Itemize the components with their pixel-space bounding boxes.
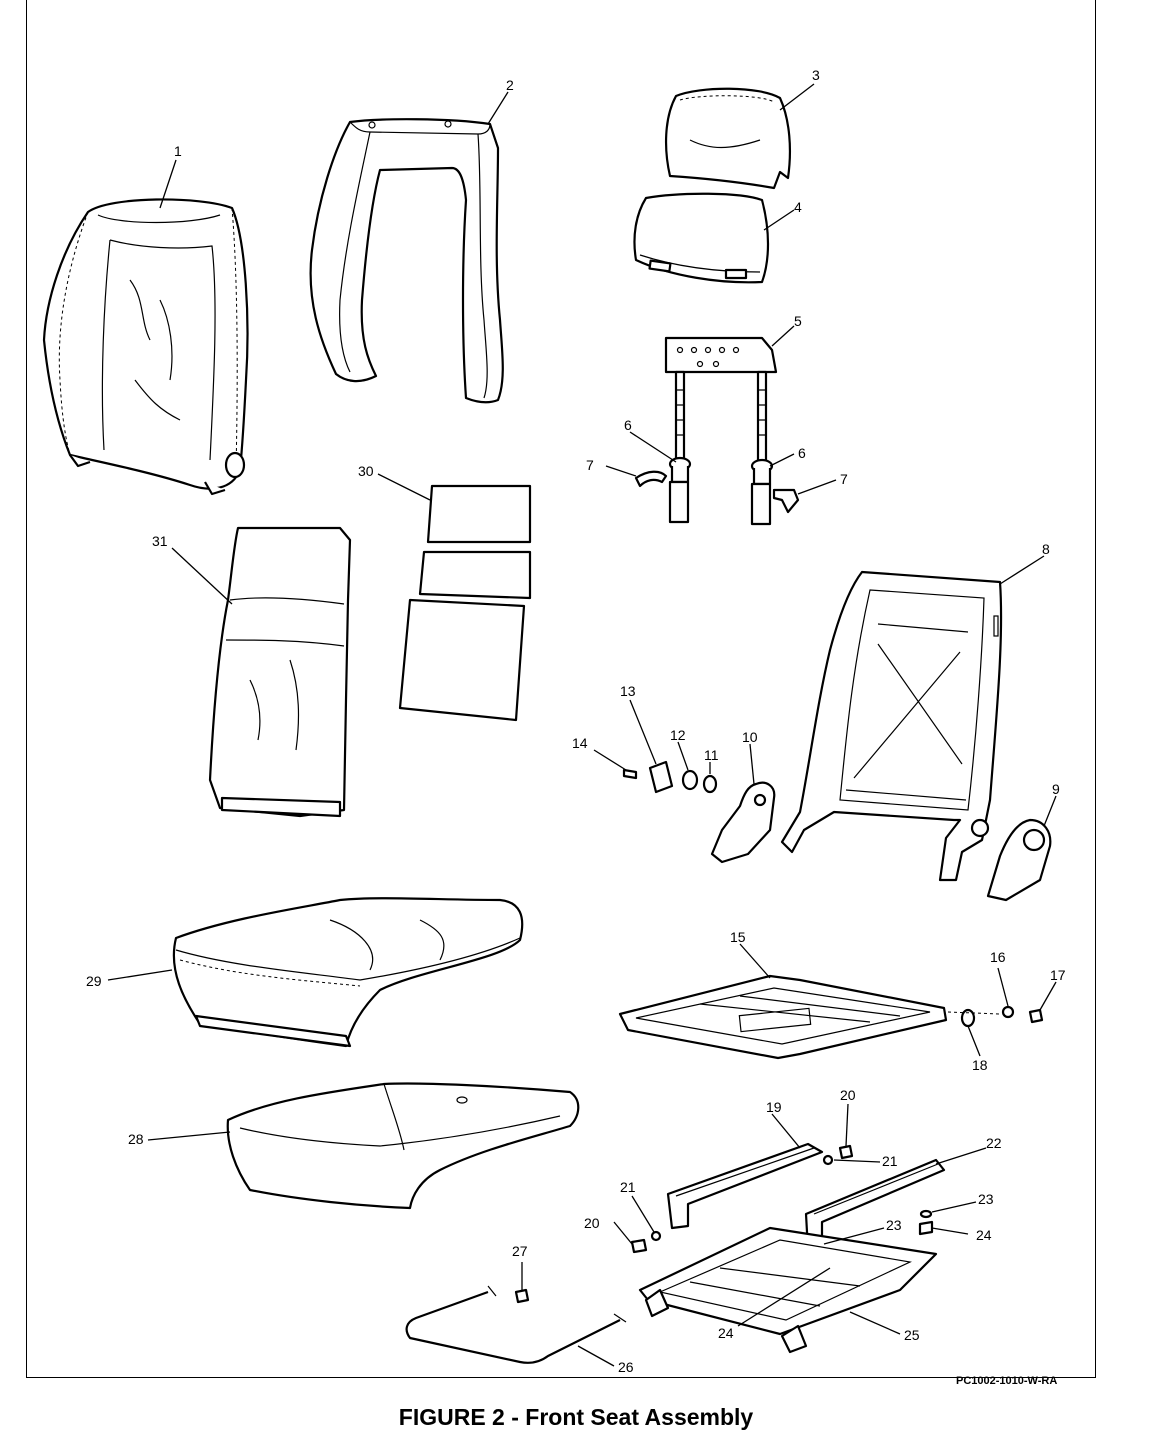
callout-16: 16: [990, 949, 1006, 965]
part-recliner-plate: [710, 781, 776, 864]
part-wire-rod: [405, 1285, 627, 1364]
callout-26: 26: [618, 1359, 634, 1375]
callout-21-upper: 21: [882, 1153, 898, 1169]
leader-lines: [107, 83, 1057, 1367]
part-adjuster-frame: [638, 1226, 938, 1354]
callout-5: 5: [794, 313, 802, 329]
callout-18: 18: [972, 1057, 988, 1073]
callout-10: 10: [742, 729, 758, 745]
callout-6-right: 6: [798, 445, 806, 461]
part-seatback-panel: [309, 118, 504, 404]
callout-6-left: 6: [624, 417, 632, 433]
callout-28: 28: [128, 1131, 144, 1147]
callout-17: 17: [1050, 967, 1066, 983]
callout-24-right: 24: [976, 1227, 992, 1243]
part-headrest-cover: [664, 87, 792, 190]
part-recliner-bracket: [986, 818, 1052, 902]
callout-23-mid: 23: [886, 1217, 902, 1233]
callout-21-lower: 21: [620, 1179, 636, 1195]
part-track-hardware: [630, 1144, 934, 1254]
part-seatback-cover: [42, 198, 249, 496]
callout-2: 2: [506, 77, 514, 93]
callout-25: 25: [904, 1327, 920, 1343]
callout-29: 29: [86, 973, 102, 989]
callout-31: 31: [152, 533, 168, 549]
part-headrest-frame: [664, 336, 778, 464]
callout-11: 11: [704, 747, 719, 763]
callout-15: 15: [730, 929, 746, 945]
part-seat-cushion-foam: [226, 1082, 580, 1210]
part-pivot-hardware: [947, 1005, 1044, 1028]
part-rod-clip: [514, 1288, 530, 1304]
callout-20-lower: 20: [584, 1215, 600, 1231]
callout-9: 9: [1052, 781, 1060, 797]
callout-23-right: 23: [978, 1191, 994, 1207]
callout-labels: 1 2 3 4 5 6 6 7 7 8 9 10 11 12 13 14 15 …: [86, 67, 1066, 1387]
callout-30: 30: [358, 463, 374, 479]
part-headrest-guides: [634, 456, 800, 526]
callout-3: 3: [812, 67, 820, 83]
part-seatback-foam: [398, 484, 532, 722]
figure-caption: FIGURE 2 - Front Seat Assembly: [398, 1404, 754, 1430]
callout-14: 14: [572, 735, 588, 751]
callout-24-lower: 24: [718, 1325, 734, 1341]
callout-1: 1: [174, 143, 182, 159]
callout-20-upper: 20: [840, 1087, 856, 1103]
drawing-code: PC1002-1010-W-RA: [956, 1375, 1057, 1387]
part-recliner-knob: [622, 760, 718, 794]
part-seat-pan-frame: [618, 974, 948, 1060]
part-seatback-trim: [208, 526, 352, 818]
part-seatback-frame: [780, 570, 1003, 882]
callout-19: 19: [766, 1099, 782, 1115]
callout-13: 13: [620, 683, 636, 699]
callout-12: 12: [670, 727, 686, 743]
part-seat-cushion-cover: [172, 897, 524, 1048]
part-headrest-pad: [633, 192, 770, 284]
callout-7-right: 7: [840, 471, 848, 487]
callout-8: 8: [1042, 541, 1050, 557]
callout-4: 4: [794, 199, 802, 215]
callout-22: 22: [986, 1135, 1002, 1151]
callout-7-left: 7: [586, 457, 594, 473]
callout-27: 27: [512, 1243, 528, 1259]
